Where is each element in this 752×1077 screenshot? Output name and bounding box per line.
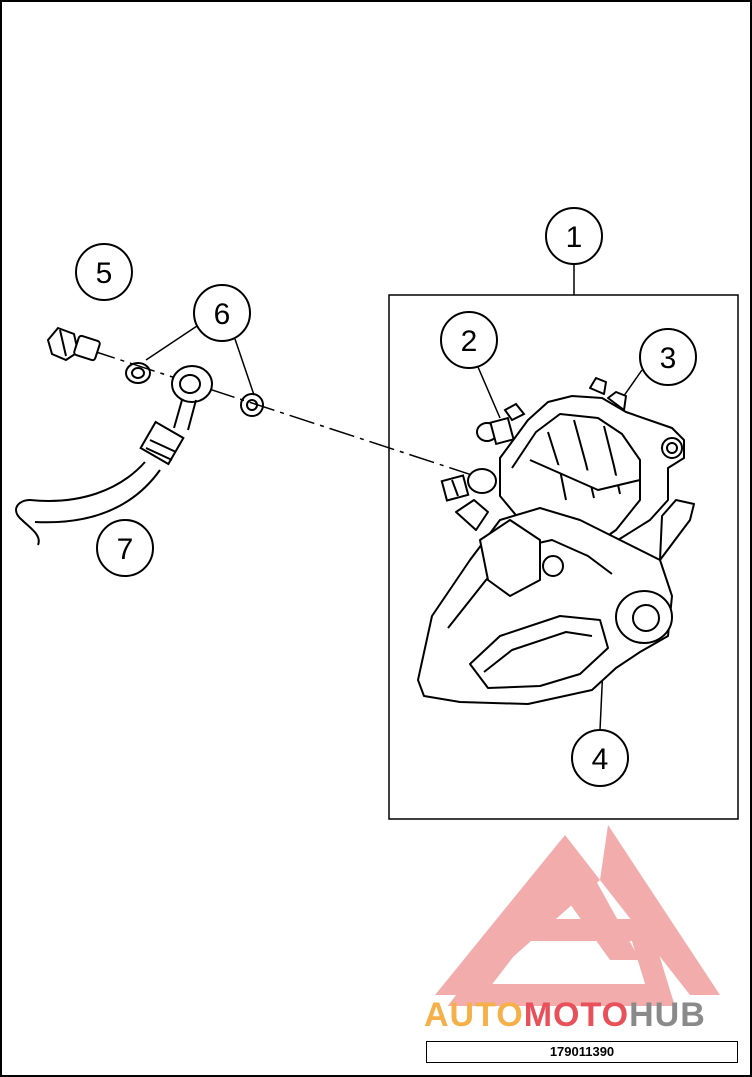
callout-3-label: 3: [660, 342, 677, 375]
watermark-logo-mark: [435, 825, 720, 1006]
callout-4: 4: [571, 729, 629, 787]
caliper-bracket: [417, 499, 695, 705]
callout-7-label: 7: [117, 533, 134, 566]
callout-5-label: 5: [96, 257, 113, 290]
leader-6a: [145, 325, 198, 361]
leader-2: [477, 366, 501, 419]
callout-1: 1: [545, 207, 603, 265]
part-number-label: 179011390: [426, 1041, 738, 1063]
leader-6b: [234, 338, 255, 396]
watermark-brand-text: AUTOMOTOHUB: [424, 996, 706, 1035]
banjo-bolt: [46, 326, 101, 362]
brand-part-1: AUTO: [424, 996, 524, 1034]
brand-part-2: MOTO: [523, 996, 630, 1034]
assembly-box: [388, 294, 739, 820]
callout-6: 6: [193, 284, 251, 342]
callout-7: 7: [96, 519, 154, 577]
callout-1-label: 1: [566, 221, 583, 254]
washer-right: [240, 393, 264, 417]
callout-3: 3: [639, 328, 697, 386]
callout-4-label: 4: [592, 743, 609, 776]
callout-2-label: 2: [461, 325, 478, 358]
bleeder-valve: [476, 402, 526, 446]
callout-5: 5: [75, 243, 133, 301]
callout-6-label: 6: [214, 298, 231, 331]
assembly-axis: [89, 349, 476, 477]
brake-line: [15, 365, 213, 546]
brand-part-3: HUB: [629, 996, 706, 1034]
caliper-inlet-fitting: [440, 468, 497, 502]
washer-left: [125, 362, 151, 384]
callout-2: 2: [440, 311, 498, 369]
